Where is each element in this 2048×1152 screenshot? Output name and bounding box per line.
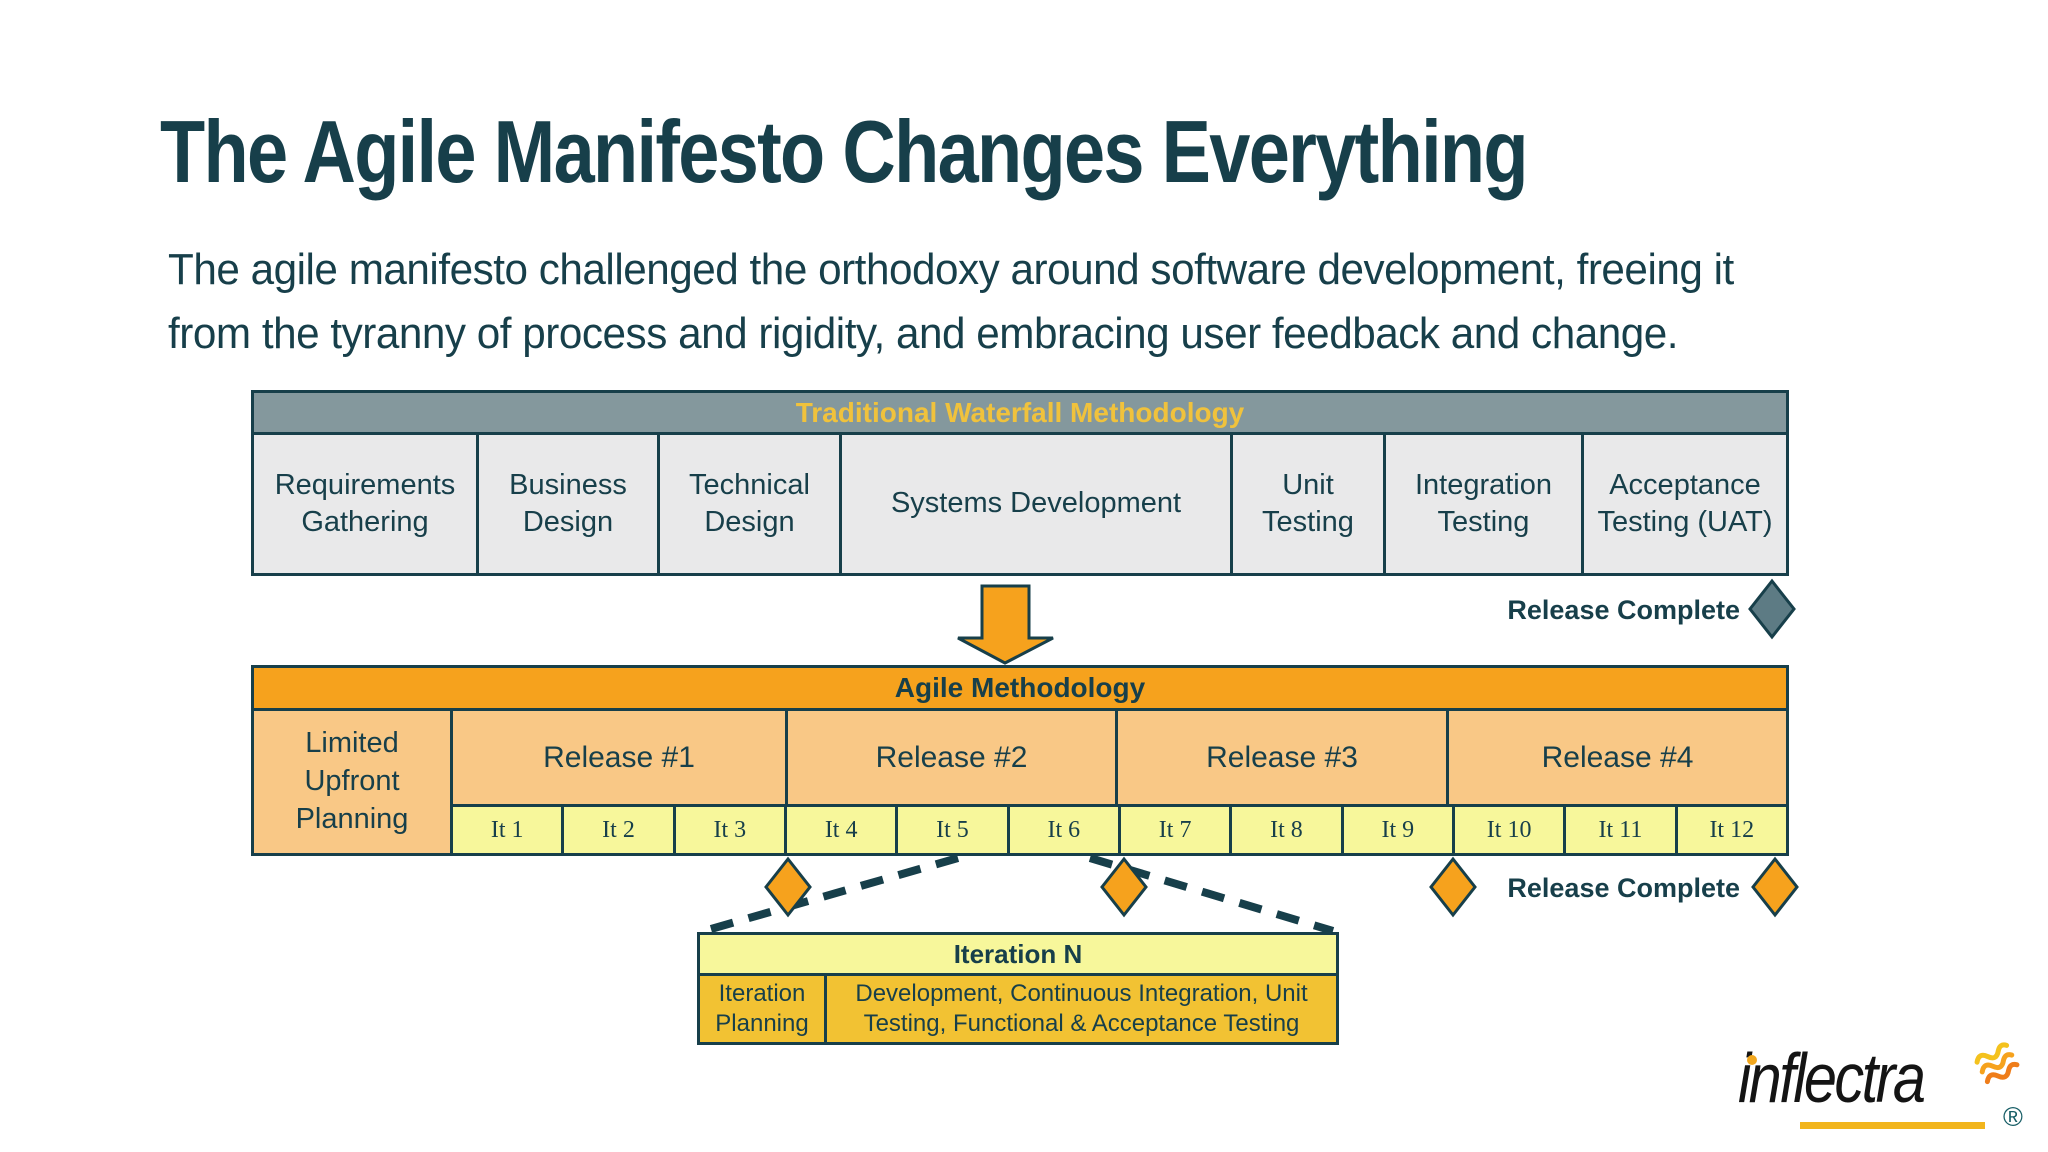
waterfall-phase-acceptance-testing: Acceptance Testing (UAT) xyxy=(1584,435,1786,573)
iteration-detail-header: Iteration N xyxy=(700,935,1336,973)
agile-release-3-cell: Release #3 xyxy=(1118,711,1446,804)
agile-release-1-cell: Release #1 xyxy=(453,711,785,804)
iteration-cell-2: It 2 xyxy=(564,807,673,853)
agile-table: Agile Methodology Limited Upfront Planni… xyxy=(251,665,1789,856)
iteration-planning-cell: Iteration Planning xyxy=(700,976,824,1042)
iteration-activities-cell: Development, Continuous Integration, Uni… xyxy=(827,976,1336,1042)
inflectra-logo: inflectra ® xyxy=(1720,1030,2048,1152)
agile-release-iteration-block: Release #1 Release #2 Release #3 Release… xyxy=(453,711,1786,853)
iteration-cell-11: It 11 xyxy=(1566,807,1675,853)
page-subtitle: The agile manifesto challenged the ortho… xyxy=(168,238,1734,366)
iteration-cell-9: It 9 xyxy=(1343,807,1452,853)
agile-release-row: Release #1 Release #2 Release #3 Release… xyxy=(453,711,1786,804)
agile-release-complete-label: Release Complete xyxy=(1507,873,1740,903)
agile-header: Agile Methodology xyxy=(254,668,1786,708)
waterfall-phase-unit-testing: Unit Testing xyxy=(1233,435,1383,573)
iteration-detail-row: Iteration Planning Development, Continuo… xyxy=(700,976,1336,1042)
waterfall-phase-business-design: Business Design xyxy=(479,435,657,573)
agile-release-1-diamond-icon xyxy=(764,856,812,918)
waterfall-phase-requirements: Requirements Gathering xyxy=(254,435,476,573)
zoom-callout-line-right xyxy=(1088,854,1335,935)
waterfall-header: Traditional Waterfall Methodology xyxy=(254,393,1786,432)
arrow-down-icon xyxy=(957,584,1054,665)
zoom-callout-line-left xyxy=(702,854,960,935)
agile-release-4-cell: Release #4 xyxy=(1449,711,1786,804)
iteration-cell-1: It 1 xyxy=(453,807,562,853)
waterfall-phase-integration-testing: Integration Testing xyxy=(1386,435,1581,573)
agile-iteration-row: It 1 It 2 It 3 It 4 It 5 It 6 It 7 It 8 … xyxy=(453,807,1786,853)
agile-release-2-diamond-icon xyxy=(1100,856,1148,918)
agile-release-4-diamond-icon xyxy=(1751,856,1799,918)
iteration-cell-6: It 6 xyxy=(1009,807,1118,853)
page-title: The Agile Manifesto Changes Everything xyxy=(160,102,1529,201)
iteration-cell-3: It 3 xyxy=(675,807,784,853)
waterfall-phase-systems-development: Systems Development xyxy=(842,435,1230,573)
agile-body-row: Limited Upfront Planning Release #1 Rele… xyxy=(254,711,1786,853)
waterfall-release-complete-diamond-icon xyxy=(1748,578,1796,640)
agile-limited-upfront-planning-cell: Limited Upfront Planning xyxy=(254,711,450,853)
registered-trademark-icon: ® xyxy=(2003,1102,2023,1132)
flame-icon xyxy=(1974,1042,2020,1085)
subtitle-line-1: The agile manifesto challenged the ortho… xyxy=(168,245,1734,294)
waterfall-phase-technical-design: Technical Design xyxy=(660,435,839,573)
iteration-cell-5: It 5 xyxy=(898,807,1007,853)
subtitle-line-2: from the tyranny of process and rigidity… xyxy=(168,309,1679,358)
waterfall-release-complete-label: Release Complete xyxy=(1507,595,1740,625)
iteration-cell-4: It 4 xyxy=(786,807,896,853)
agile-release-3-diamond-icon xyxy=(1429,856,1477,918)
inflectra-logo-underline xyxy=(1800,1122,1985,1129)
iteration-detail-box: Iteration N Iteration Planning Developme… xyxy=(697,932,1339,1045)
iteration-cell-8: It 8 xyxy=(1232,807,1341,853)
agile-release-2-cell: Release #2 xyxy=(788,711,1115,804)
iteration-cell-7: It 7 xyxy=(1120,807,1230,853)
iteration-cell-10: It 10 xyxy=(1454,807,1564,853)
inflectra-logo-i-dot xyxy=(1747,1055,1757,1065)
waterfall-table: Traditional Waterfall Methodology Requir… xyxy=(251,390,1789,576)
waterfall-phase-row: Requirements Gathering Business Design T… xyxy=(254,435,1786,573)
iteration-cell-12: It 12 xyxy=(1677,807,1786,853)
inflectra-logo-text: inflectra xyxy=(1738,1039,1926,1117)
